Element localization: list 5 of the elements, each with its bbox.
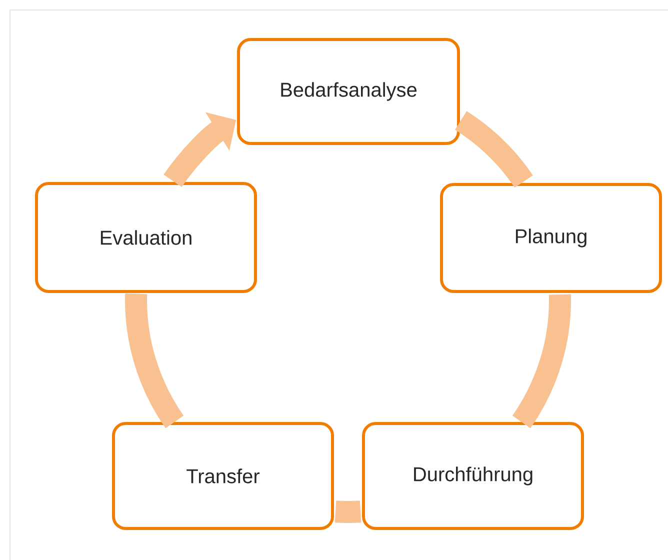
- process-box: Durchführung: [362, 422, 584, 530]
- process-box: Evaluation: [35, 182, 257, 293]
- process-box: Transfer: [112, 422, 334, 530]
- process-box: Planung: [440, 183, 662, 293]
- process-box: Bedarfsanalyse: [237, 38, 460, 145]
